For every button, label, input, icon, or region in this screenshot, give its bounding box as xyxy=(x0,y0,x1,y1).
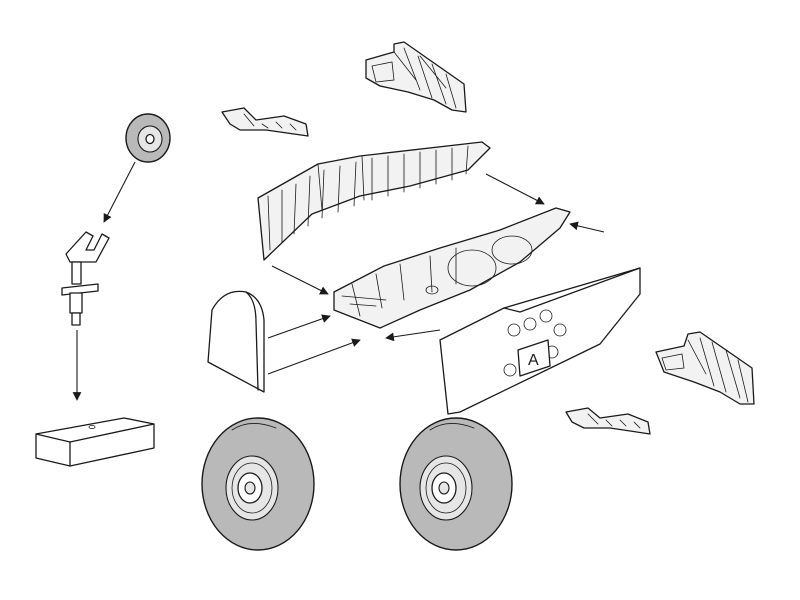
gear-leg-bracket-lower-right xyxy=(565,407,651,435)
arrow-bulkhead-to-floor-lower xyxy=(267,338,361,375)
wheel-bay-side-panel: A xyxy=(439,267,641,415)
main-wheel-left xyxy=(201,417,315,551)
upper-wheel-bay-panel xyxy=(257,141,491,261)
arrow-bulkhead-to-floor xyxy=(267,314,331,339)
arrow-panel-to-floor-left xyxy=(271,265,329,295)
gear-leg-bracket-top-left xyxy=(221,107,309,137)
wheel-bay-floor xyxy=(333,207,571,329)
arrow-side-to-bulkhead xyxy=(385,329,441,342)
panel-label-A: A xyxy=(528,352,539,369)
frame-part-top xyxy=(365,41,467,113)
bulkhead xyxy=(207,290,265,393)
tail-wheel xyxy=(125,113,171,163)
arrow-wheel-to-fork xyxy=(103,161,136,223)
arrow-side-to-floor xyxy=(569,221,605,233)
arrow-panel-to-floor xyxy=(485,173,545,205)
tail-wheel-fork xyxy=(61,231,110,326)
resin-block xyxy=(35,417,155,467)
frame-part-right xyxy=(655,331,755,405)
main-wheel-right xyxy=(399,417,513,551)
